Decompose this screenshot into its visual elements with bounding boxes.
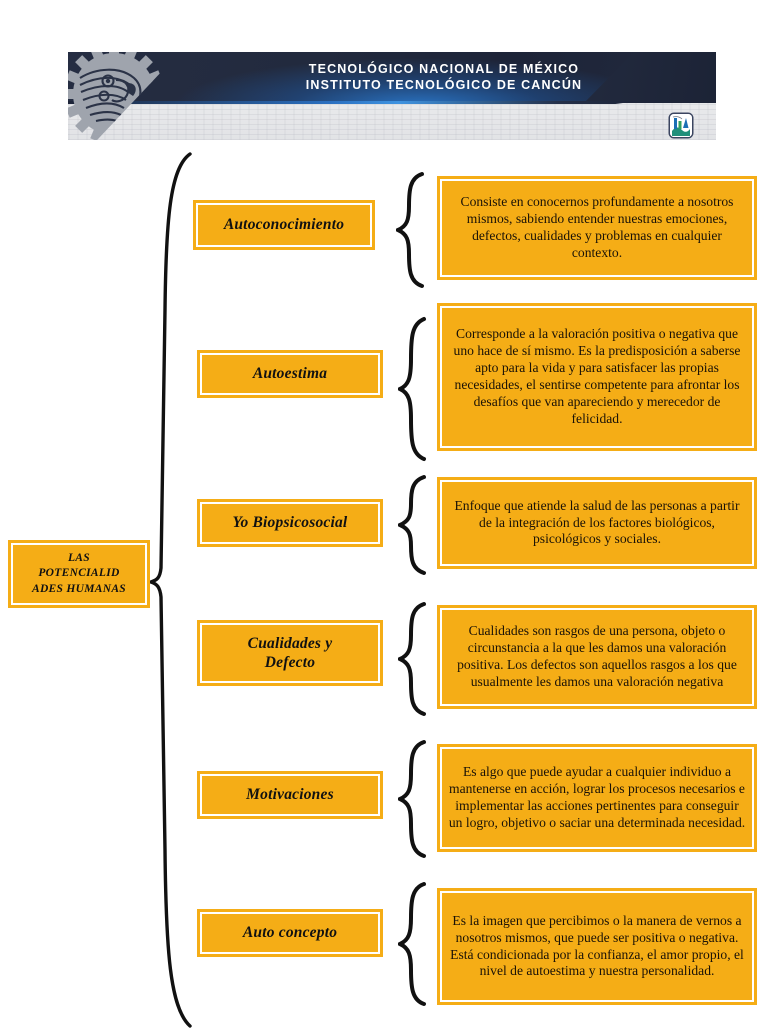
description-text: Consiste en conocernos profundamente a n…	[460, 194, 734, 260]
description-inner-frame: Enfoque que atiende la salud de las pers…	[440, 480, 754, 566]
branch-node-label: Cualidades y Defecto	[247, 634, 333, 671]
branch-node-cualidades-y-defecto[interactable]: Cualidades y Defecto	[197, 620, 383, 686]
description-inner-frame: Consiste en conocernos profundamente a n…	[440, 179, 754, 277]
branch-node-label: Autoestima	[252, 365, 328, 383]
description-text: Corresponde a la valoración positiva o n…	[453, 326, 741, 426]
branch-brace-1	[396, 170, 430, 290]
branch-node-yo-biopsicosocial[interactable]: Yo Biopsicosocial	[197, 499, 383, 547]
branch-node-label: Yo Biopsicosocial	[232, 514, 348, 532]
description-inner-frame: Corresponde a la valoración positiva o n…	[440, 306, 754, 448]
description-inner-frame: Es la imagen que percibimos o la manera …	[440, 891, 754, 1002]
branch-brace-5	[398, 738, 432, 860]
description-box-cualidades-y-defecto[interactable]: Cualidades son rasgos de una persona, ob…	[437, 605, 757, 709]
description-inner-frame: Es algo que puede ayudar a cualquier ind…	[440, 747, 754, 849]
branch-node-label: Auto concepto	[242, 924, 338, 942]
branch-node-inner-frame: Auto concepto	[200, 912, 380, 954]
branch-node-autoestima[interactable]: Autoestima	[197, 350, 383, 398]
description-box-autoconocimiento[interactable]: Consiste en conocernos profundamente a n…	[437, 176, 757, 280]
itcancun-emblem-icon	[670, 114, 692, 137]
description-text: Es algo que puede ayudar a cualquier ind…	[448, 764, 746, 830]
branch-brace-2	[398, 315, 432, 463]
description-text: Cualidades son rasgos de una persona, ob…	[457, 623, 737, 689]
branch-node-auto-concepto[interactable]: Auto concepto	[197, 909, 383, 957]
institutional-header-banner: TECNOLÓGICO NACIONAL DE MÉXICO INSTITUTO…	[68, 52, 716, 140]
branch-node-label: Autoconocimiento	[223, 216, 345, 234]
header-blue-accent-line	[68, 101, 639, 104]
description-text: Es la imagen que percibimos o la manera …	[450, 912, 744, 979]
description-text: Enfoque que atiende la salud de las pers…	[454, 497, 740, 547]
header-org-line1: TECNOLÓGICO NACIONAL DE MÉXICO	[308, 62, 580, 76]
branch-node-label: Motivaciones	[246, 786, 334, 804]
branch-node-inner-frame: Autoconocimiento	[196, 203, 372, 247]
branch-brace-4	[398, 600, 432, 718]
branch-node-inner-frame: Motivaciones	[200, 774, 380, 816]
branch-node-inner-frame: Autoestima	[200, 353, 380, 395]
root-node-label: LAS POTENCIALID ADES HUMANAS	[31, 551, 127, 595]
header-org-line2: INSTITUTO TECNOLÓGICO DE CANCÚN	[305, 78, 583, 92]
description-box-yo-biopsicosocial[interactable]: Enfoque que atiende la salud de las pers…	[437, 477, 757, 569]
description-box-motivaciones[interactable]: Es algo que puede ayudar a cualquier ind…	[437, 744, 757, 852]
main-brace	[150, 150, 198, 1030]
branch-node-autoconocimiento[interactable]: Autoconocimiento	[193, 200, 375, 250]
branch-brace-6	[398, 880, 432, 1008]
description-box-autoestima[interactable]: Corresponde a la valoración positiva o n…	[437, 303, 757, 451]
branch-node-inner-frame: Yo Biopsicosocial	[200, 502, 380, 544]
header-titles: TECNOLÓGICO NACIONAL DE MÉXICO INSTITUTO…	[254, 61, 634, 93]
branch-node-motivaciones[interactable]: Motivaciones	[197, 771, 383, 819]
description-box-auto-concepto[interactable]: Es la imagen que percibimos o la manera …	[437, 888, 757, 1005]
root-node-inner-frame: LAS POTENCIALID ADES HUMANAS	[11, 543, 147, 605]
branch-node-inner-frame: Cualidades y Defecto	[200, 623, 380, 683]
description-inner-frame: Cualidades son rasgos de una persona, ob…	[440, 608, 754, 706]
branch-brace-3	[398, 473, 432, 577]
root-node-las-potencialidades-humanas[interactable]: LAS POTENCIALID ADES HUMANAS	[8, 540, 150, 608]
